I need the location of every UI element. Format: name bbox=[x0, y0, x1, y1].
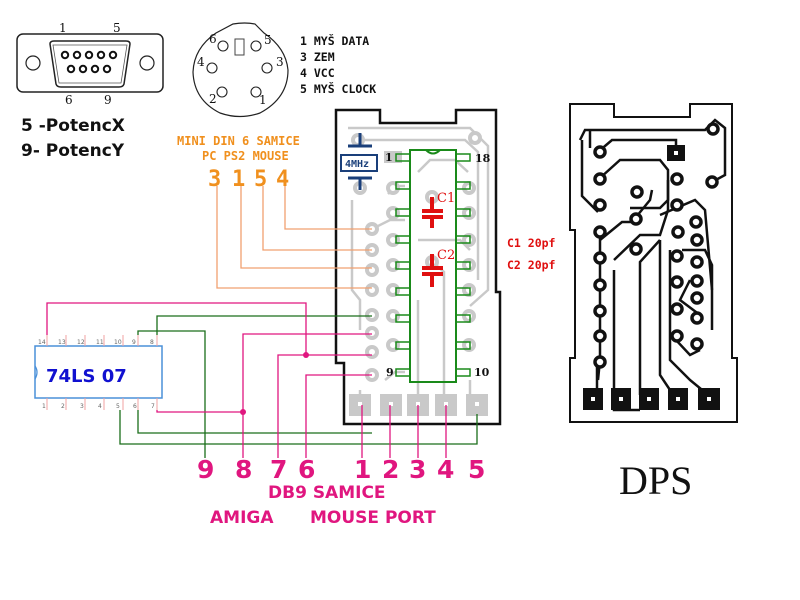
din-pin-1: 1 bbox=[259, 93, 267, 107]
din-legend-1: 1 MYŠ DATA bbox=[300, 33, 369, 48]
c1-value: C1 20pf bbox=[507, 236, 556, 250]
ps2-wires bbox=[216, 186, 372, 289]
c1-label: C1 bbox=[437, 191, 455, 206]
out-pin-5: 5 bbox=[468, 455, 485, 484]
chip-pin10-label: 10 bbox=[474, 366, 490, 379]
din-wire-pin-4: 4 bbox=[276, 167, 289, 192]
din-wire-pin-5: 5 bbox=[254, 167, 267, 192]
ic-pin-14: 14 bbox=[38, 339, 46, 346]
board-gray-traces bbox=[348, 126, 490, 404]
capacitor-c2 bbox=[422, 254, 443, 287]
out-pin-4: 4 bbox=[437, 455, 454, 484]
chip-pin9-label: 9 bbox=[386, 366, 394, 379]
din-legend-4: 4 VCC bbox=[300, 66, 335, 80]
ic-pin-8: 8 bbox=[150, 339, 154, 346]
ic-pin-1: 1 bbox=[42, 403, 46, 410]
din-pin-5: 5 bbox=[264, 33, 272, 47]
ic-pin-12: 12 bbox=[77, 339, 85, 346]
ic-pin-3: 3 bbox=[80, 403, 84, 410]
din-subtitle: PC PS2 MOUSE bbox=[202, 149, 289, 163]
potenc-y-note: 9- PotencY bbox=[21, 141, 125, 161]
db9-output-mouse-port: MOUSE PORT bbox=[310, 508, 436, 528]
c2-label: C2 bbox=[437, 248, 455, 263]
din-pin-4: 4 bbox=[197, 55, 205, 69]
out-pin-6: 6 bbox=[298, 455, 315, 484]
magenta-wires bbox=[46, 302, 447, 458]
crystal-label: 4MHz bbox=[345, 159, 369, 170]
ic-pin-ticks bbox=[46, 335, 158, 410]
chip-pin1-label: 1 bbox=[385, 151, 393, 164]
ic-pin-5: 5 bbox=[116, 403, 120, 410]
potenc-x-note: 5 -PotencX bbox=[21, 116, 125, 136]
db9-pin6-label: 6 bbox=[65, 93, 73, 107]
green-wires bbox=[119, 315, 478, 458]
board-connector-pads bbox=[349, 394, 488, 416]
out-pin-7: 7 bbox=[270, 455, 287, 484]
ic-pin-10: 10 bbox=[114, 339, 122, 346]
ic-pin-7: 7 bbox=[151, 403, 155, 410]
ic-pin-13: 13 bbox=[58, 339, 66, 346]
out-pin-1: 1 bbox=[354, 455, 371, 484]
out-pin-2: 2 bbox=[382, 455, 399, 484]
out-pin-9: 9 bbox=[197, 455, 214, 484]
db9-output-title: DB9 SAMICE bbox=[268, 483, 386, 503]
din-wire-pin-3: 3 bbox=[208, 167, 221, 192]
pcb-board bbox=[569, 103, 738, 423]
mini-din-connector-drawing bbox=[192, 22, 289, 118]
c2-value: C2 20pf bbox=[507, 258, 556, 272]
crystal-box bbox=[340, 154, 378, 172]
din-pin-2: 2 bbox=[209, 92, 217, 106]
chip-pin18-label: 18 bbox=[475, 152, 491, 165]
board-gray-pads bbox=[351, 131, 482, 382]
crystal-symbol bbox=[348, 133, 372, 190]
ic-74ls07-label: 74LS 07 bbox=[46, 366, 127, 387]
ic-notch bbox=[34, 365, 38, 380]
junction-dot-2 bbox=[240, 409, 246, 415]
ic-74ls07-body bbox=[34, 345, 163, 399]
din-pin-3: 3 bbox=[276, 55, 284, 69]
db9-pin5-label: 5 bbox=[113, 21, 121, 35]
microcontroller-chip bbox=[395, 149, 471, 383]
db9-output-amiga: AMIGA bbox=[210, 508, 274, 528]
ic-pin-11: 11 bbox=[96, 339, 104, 346]
din-wire-pin-1: 1 bbox=[232, 167, 245, 192]
din-title: MINI DIN 6 SAMICE bbox=[177, 134, 300, 148]
ic-pin-4: 4 bbox=[98, 403, 102, 410]
junction-dot-1 bbox=[303, 352, 309, 358]
out-pin-3: 3 bbox=[409, 455, 426, 484]
db9-pin1-label: 1 bbox=[59, 21, 67, 35]
din-legend-5: 5 MYŠ CLOCK bbox=[300, 81, 376, 96]
din-pin-6: 6 bbox=[209, 32, 217, 46]
ic-pin-2: 2 bbox=[61, 403, 65, 410]
capacitor-c1 bbox=[422, 197, 443, 228]
ic-pin-9: 9 bbox=[132, 339, 136, 346]
din-legend-3: 3 ZEM bbox=[300, 50, 335, 64]
ic-pin-6: 6 bbox=[133, 403, 137, 410]
pcb-label: DPS bbox=[619, 458, 692, 503]
out-pin-8: 8 bbox=[235, 455, 252, 484]
db9-connector-drawing bbox=[16, 33, 164, 93]
db9-pin9-label: 9 bbox=[104, 93, 112, 107]
